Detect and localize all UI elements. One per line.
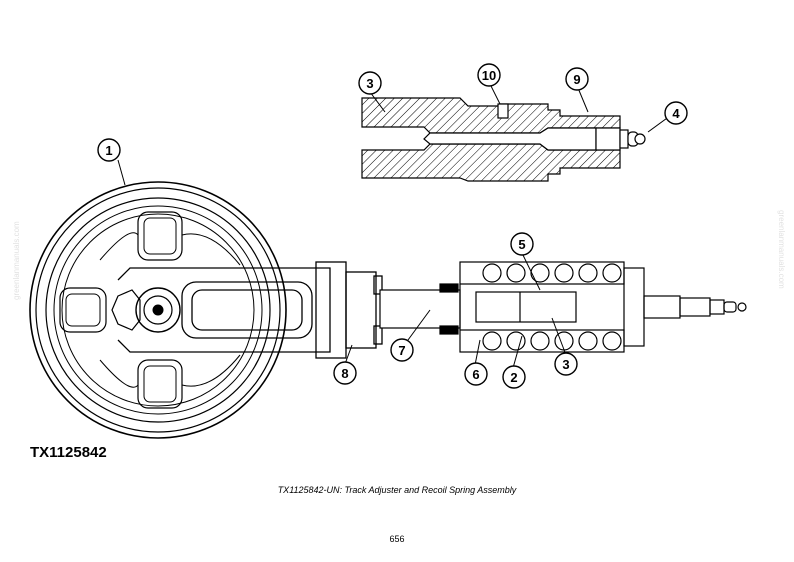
svg-text:5: 5 <box>518 237 525 252</box>
callout-3-bottom: 3 <box>554 352 578 376</box>
svg-text:2: 2 <box>510 370 517 385</box>
front-idler-wheel <box>29 181 287 439</box>
callouts: 1 3 10 9 4 5 7 8 <box>97 63 688 389</box>
page-number: 656 <box>389 534 405 544</box>
svg-text:10: 10 <box>482 68 496 83</box>
figure-caption: TX1125842-UN: Track Adjuster and Recoil … <box>277 485 517 495</box>
svg-text:3: 3 <box>366 76 373 91</box>
svg-text:7: 7 <box>398 343 405 358</box>
callout-3-top: 3 <box>358 71 382 95</box>
callout-9: 9 <box>565 67 589 91</box>
recoil-spring-assembly <box>379 261 747 353</box>
callout-1: 1 <box>97 138 121 162</box>
callout-2: 2 <box>502 365 526 389</box>
svg-text:3: 3 <box>562 357 569 372</box>
leader-lines <box>117 83 675 369</box>
svg-text:9: 9 <box>573 72 580 87</box>
idler-yoke <box>117 261 383 359</box>
svg-text:6: 6 <box>472 367 479 382</box>
svg-text:4: 4 <box>672 106 680 121</box>
callout-4: 4 <box>664 101 688 125</box>
svg-text:1: 1 <box>105 143 112 158</box>
svg-text:8: 8 <box>341 366 348 381</box>
callout-6: 6 <box>464 362 488 386</box>
watermark-right: greenlanmanuals.com <box>777 210 786 289</box>
callout-10: 10 <box>477 63 501 87</box>
callout-7: 7 <box>390 338 414 362</box>
grease-fitting-section <box>361 97 646 182</box>
watermark-left: greenlanmanuals.com <box>12 221 21 300</box>
figure-id-label: TX1125842 <box>30 444 107 461</box>
callout-5: 5 <box>510 232 534 256</box>
callout-8: 8 <box>333 361 357 385</box>
